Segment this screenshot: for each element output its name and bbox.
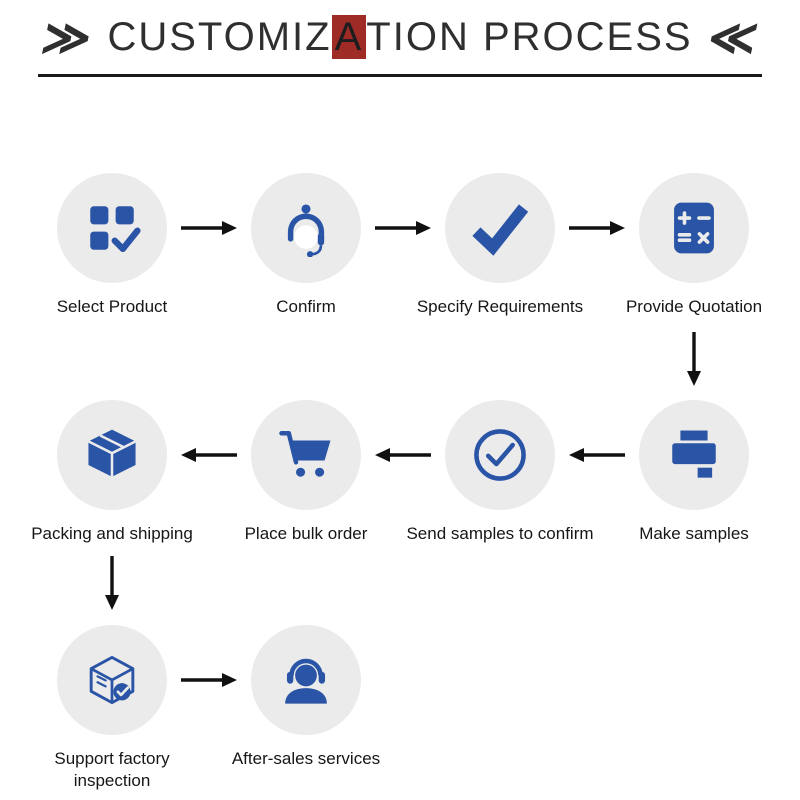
factory-inspection-icon <box>89 655 135 705</box>
title-suffix: TION PROCESS <box>366 15 693 59</box>
title-text: CUSTOMIZATION PROCESS <box>107 15 693 59</box>
flow-arrow-left-icon <box>181 448 237 462</box>
step-label: Make samples <box>639 524 749 543</box>
title-highlight: A <box>331 15 367 59</box>
step-packing-shipping: Packing and shipping <box>12 400 212 545</box>
flow-arrow-left-icon <box>375 448 431 462</box>
step-label: After-sales services <box>231 749 381 768</box>
checkmark-icon <box>472 204 529 256</box>
title-prefix: CUSTOMIZ <box>107 15 332 59</box>
customer-service-icon <box>287 204 325 257</box>
title-left-chevrons-icon: ≫ <box>37 9 98 65</box>
step-label: Specify Requirements <box>416 297 584 316</box>
step-label: Confirm <box>276 297 336 316</box>
flow-arrow-left-icon <box>569 448 625 462</box>
shopping-cart-icon <box>279 430 331 477</box>
step-label: Provide Quotation <box>625 297 763 316</box>
title-divider <box>38 74 762 77</box>
step-label: Place bulk order <box>244 524 368 543</box>
title-right-chevrons-icon: ≪ <box>702 9 763 65</box>
step-label: Packing and shipping <box>31 524 193 543</box>
step-label: Select Product <box>56 297 168 316</box>
step-factory-inspection: Support factory inspection <box>12 625 212 792</box>
flow-arrow-right-icon <box>375 221 431 235</box>
page-title: ≫ CUSTOMIZATION PROCESS ≪ <box>0 9 800 65</box>
step-send-samples: Send samples to confirm <box>400 400 600 545</box>
calculator-icon <box>674 202 714 254</box>
step-label: Send samples to confirm <box>406 524 594 543</box>
package-box-icon <box>87 429 137 477</box>
headset-support-icon <box>285 658 327 704</box>
select-product-icon <box>90 206 141 253</box>
step-specify-requirements: Specify Requirements <box>400 173 600 318</box>
step-label: Support factory inspection <box>54 749 170 791</box>
flow-arrow-down-icon <box>687 332 701 386</box>
printer-icon <box>672 430 716 478</box>
step-select-product: Select Product <box>12 173 212 318</box>
circle-check-icon <box>474 429 526 481</box>
step-after-sales: After-sales services <box>206 625 406 770</box>
step-make-samples: Make samples <box>594 400 794 545</box>
step-provide-quotation: Provide Quotation <box>594 173 794 318</box>
step-place-bulk-order: Place bulk order <box>206 400 406 545</box>
step-confirm: Confirm <box>206 173 406 318</box>
flow-arrow-right-icon <box>181 221 237 235</box>
flow-arrow-right-icon <box>181 673 237 687</box>
flow-arrow-right-icon <box>569 221 625 235</box>
flow-arrow-down-icon <box>105 556 119 610</box>
